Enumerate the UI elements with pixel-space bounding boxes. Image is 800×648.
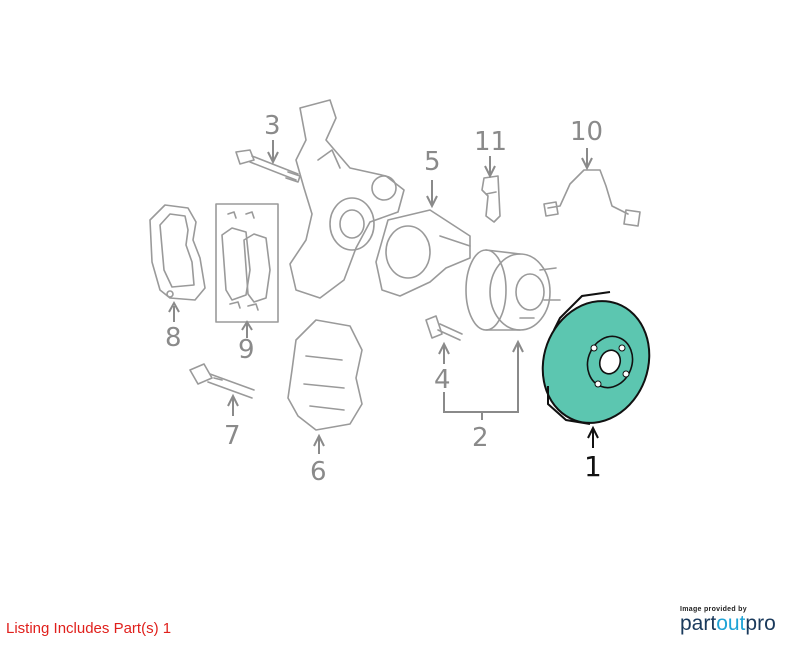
brand-name: partoutpro [680, 613, 786, 635]
callout-1: 1 [584, 450, 602, 483]
part-2-hub-assembly [465, 249, 561, 331]
callout-8: 8 [165, 323, 182, 353]
part-5-dust-shield [375, 209, 471, 297]
callout-7: 7 [224, 421, 241, 451]
brand-out: out [716, 612, 746, 635]
steering-knuckle [289, 99, 405, 299]
callout-4: 4 [434, 365, 451, 395]
callout-3: 3 [264, 111, 281, 141]
part-9-pad-kit [215, 203, 279, 323]
part-11-bracket [481, 175, 501, 223]
callout-11: 11 [474, 127, 507, 157]
brand-part: part [680, 612, 717, 635]
callout-10: 10 [570, 117, 603, 147]
partoutpro-logo: Image provided by partoutpro [680, 606, 786, 635]
part-8-brake-shim [149, 204, 206, 301]
part-7-guide-bolt [189, 363, 255, 399]
callout-5: 5 [424, 147, 441, 177]
part-1-brake-rotor [541, 291, 651, 425]
callout-6: 6 [310, 457, 327, 487]
listing-note: Listing Includes Part(s) 1 [6, 620, 172, 637]
part-4-wheel-stud [425, 315, 463, 341]
callout-2: 2 [472, 423, 489, 453]
brand-caption: Image provided by [680, 606, 747, 613]
part-6-brake-caliper [287, 319, 363, 431]
brand-pro: pro [745, 612, 776, 635]
part-10-sensor-wire [543, 169, 641, 227]
part-3-bolt [235, 149, 301, 183]
callout-9: 9 [238, 335, 255, 365]
